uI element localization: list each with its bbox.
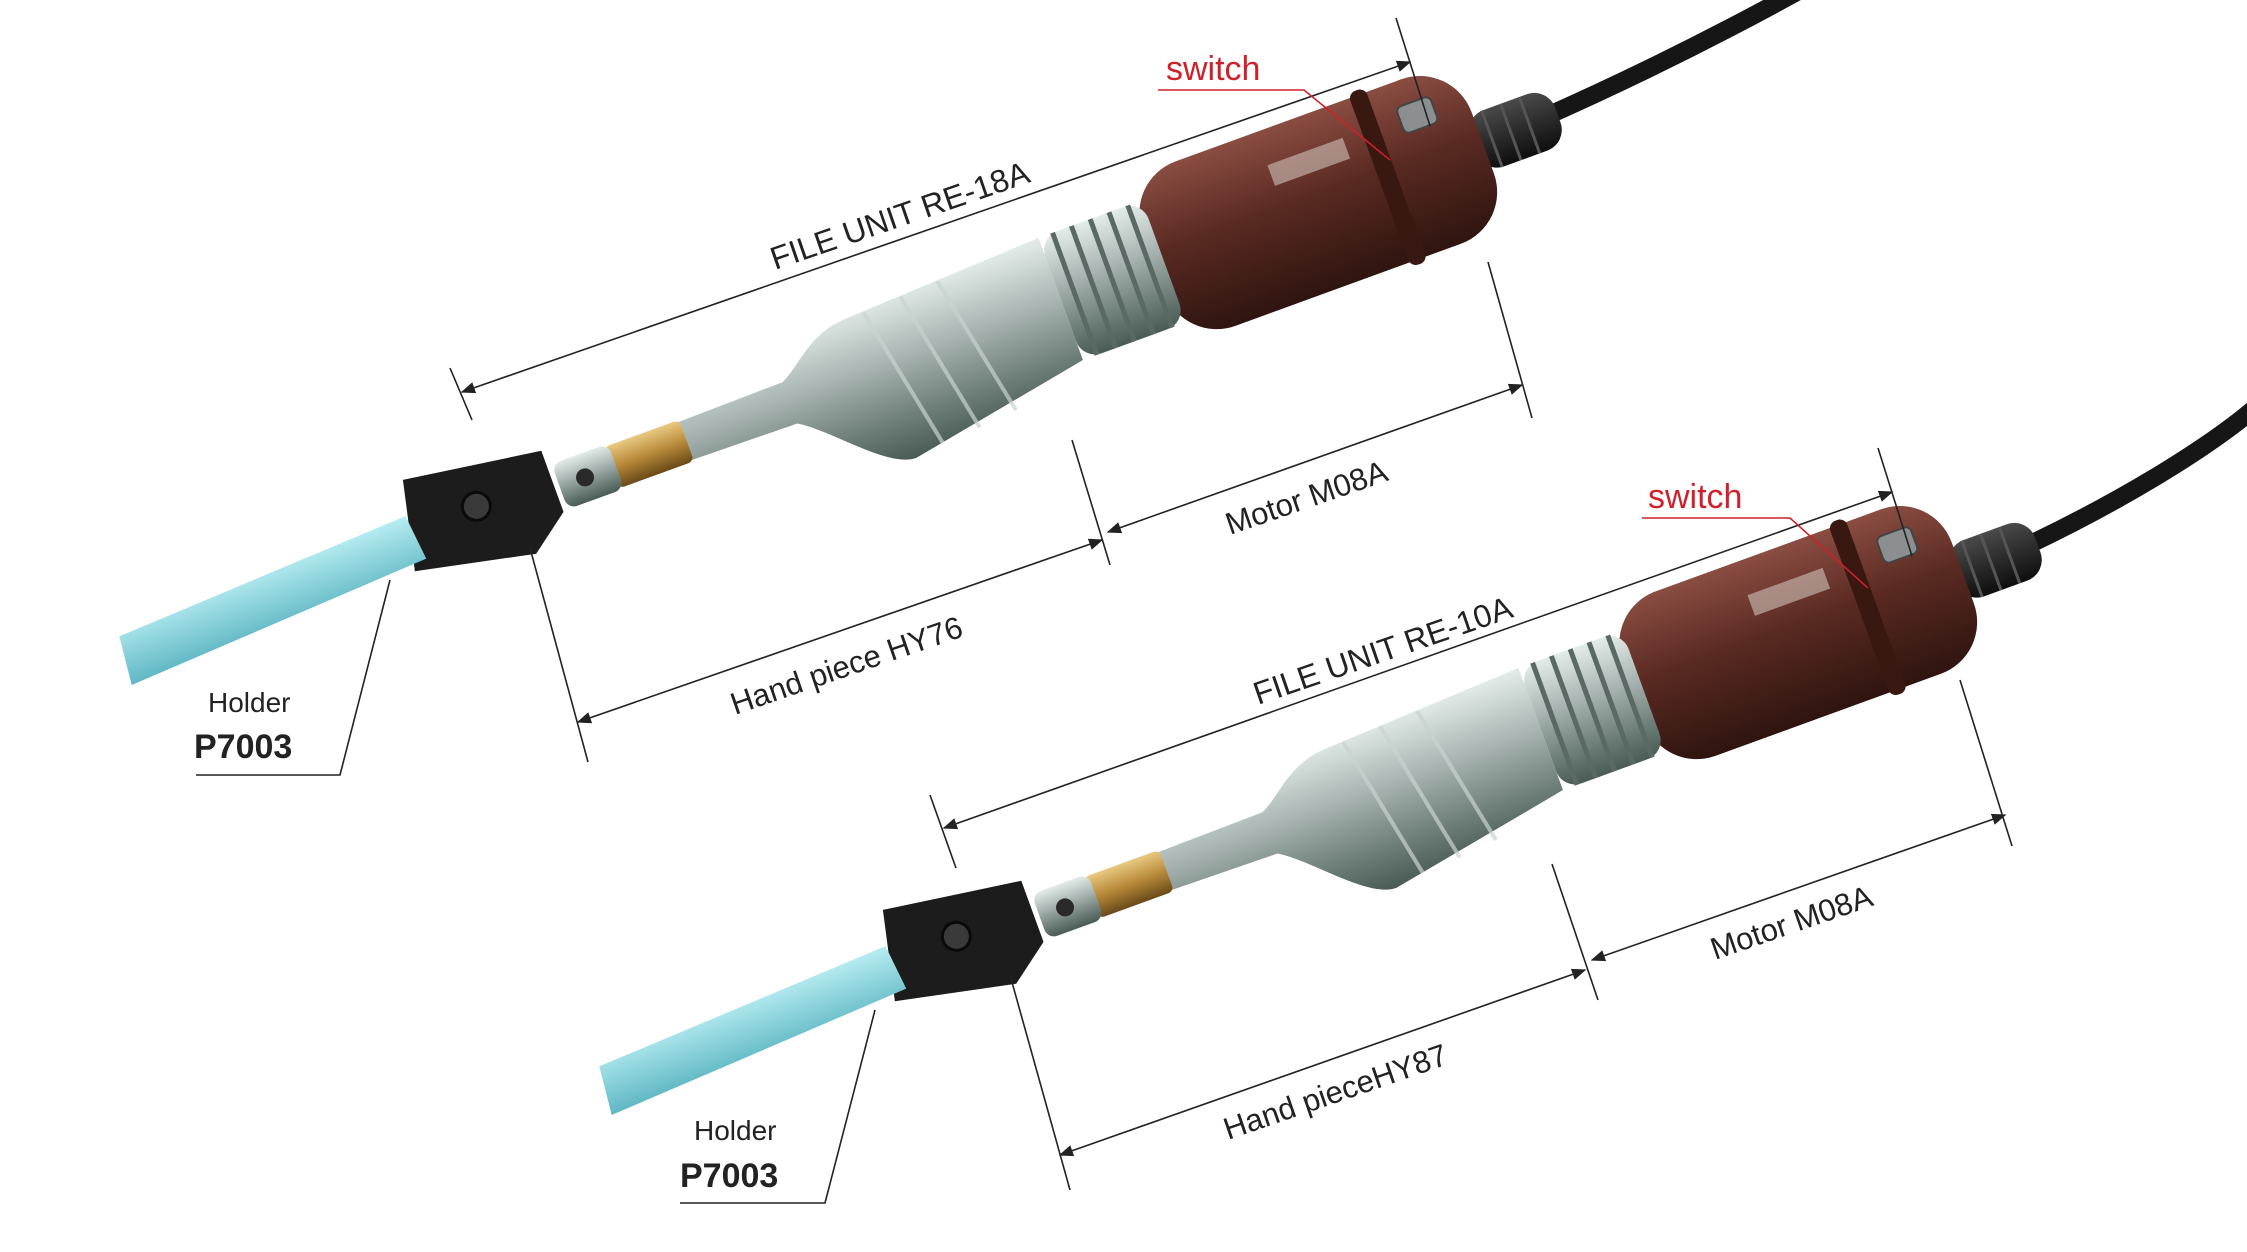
holder-model-bottom: P7003 [680,1157,778,1195]
unit-top: switch FILE UNIT RE-18A Motor M08A Hand … [119,0,1897,776]
handpiece-label-bottom: Hand pieceHY87 [1219,1037,1452,1146]
handpiece-label-top: Hand piece HY76 [726,609,967,721]
cable-strain-relief [1469,92,1562,168]
unit-bottom: switch FILE UNIT RE-10A Motor M08A Hand … [599,399,2247,1204]
motor-dim-extension-right [1487,261,1533,419]
tool-illustration-bottom [599,399,2247,1115]
file-unit-dim-arrow [460,60,1412,394]
power-cable [2009,399,2247,559]
file-blade [119,516,427,685]
file-unit-dim-extension-left [449,367,473,421]
holder-model-top: P7003 [194,728,292,766]
motor-dim-arrow [1590,813,2007,962]
holder-leader [196,579,391,776]
file-unit-dim-extension-left [929,794,957,869]
handpiece-dim-arrow [576,538,1104,724]
handpiece-dim-extension-left [1009,974,1071,1191]
motor-body [1619,505,1978,760]
motor-label-top: Motor M08A [1221,453,1392,541]
file-unit-dim-extension-right [1877,447,1913,557]
motor-dim-extension-left [1071,439,1111,566]
motor-label-bottom: Motor M08A [1706,878,1877,966]
holder-label-top: Holder [208,687,290,718]
motor-body [1139,75,1498,330]
file-unit-dim-extension-right [1395,17,1431,127]
switch-label-top: switch [1166,50,1260,88]
brass-collar [1085,851,1173,917]
switch-leader [1158,89,1391,161]
power-cable [1529,0,1897,129]
file-unit-dim-arrow [942,490,1894,830]
handpiece-body [670,237,1083,463]
holder-clamp [882,880,1044,1002]
handpiece-dim-extension-left [529,547,589,763]
switch-leader [1642,517,1869,589]
switch-label-bottom: switch [1648,478,1742,516]
dimension-lines-bottom [680,447,2013,1204]
handpiece-dim-arrow [1058,968,1587,1157]
brass-collar [605,421,693,487]
handpiece-body [1150,667,1563,893]
file-blade [599,946,907,1115]
holder-leader [680,1009,876,1204]
holder-clamp [402,450,564,572]
motor-dim-extension-left [1551,863,1599,1001]
holder-label-bottom: Holder [694,1115,776,1146]
cable-strain-relief [1949,522,2042,598]
